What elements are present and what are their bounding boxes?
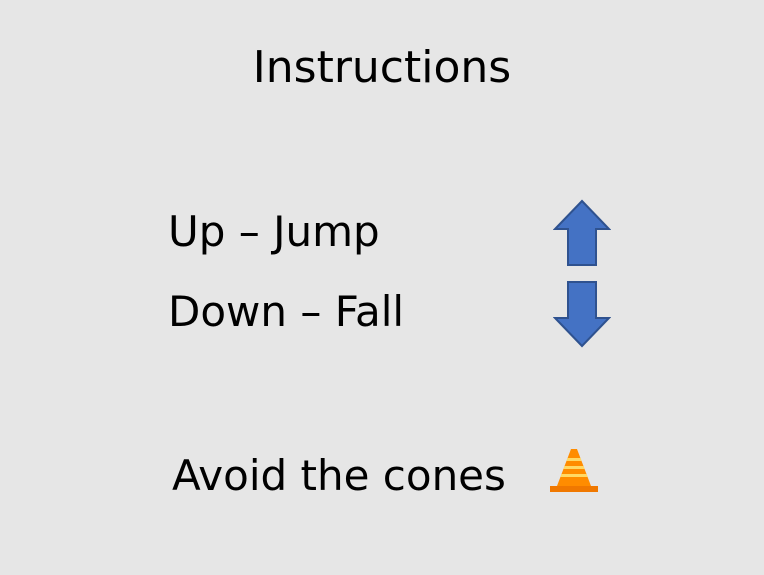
page-title: Instructions <box>252 42 512 93</box>
instruction-down-fall: Down – Fall <box>168 287 405 336</box>
instruction-up-jump: Up – Jump <box>168 207 380 256</box>
instruction-avoid-cones: Avoid the cones <box>172 451 506 500</box>
arrow-up-icon <box>552 199 612 267</box>
traffic-cone-icon <box>548 446 600 494</box>
arrow-down-icon <box>552 280 612 348</box>
